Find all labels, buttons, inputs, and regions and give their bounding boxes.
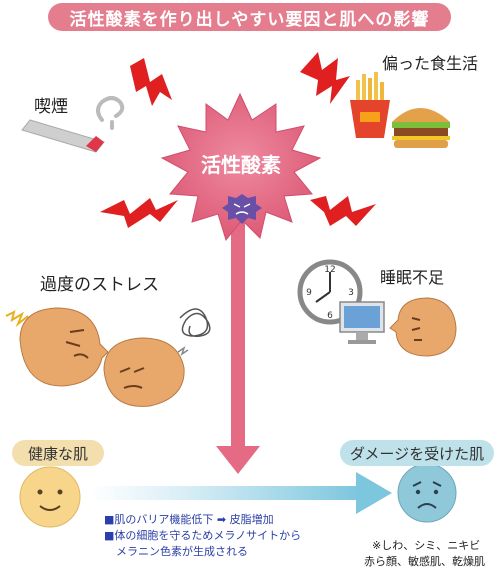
- symptoms-line-2: 赤ら顔、敏感肌、乾燥肌: [364, 555, 485, 568]
- frustrated-face: [103, 337, 185, 407]
- healthy-skin-pill: 健康な肌: [12, 440, 104, 466]
- lightning-icon: [310, 196, 376, 226]
- effect-line-3: メラニン色素が生成される: [116, 545, 248, 558]
- lightning-icon: [130, 58, 172, 106]
- effects-text: ■肌のバリア機能低下 ➡ 皮脂増加 ■体の細胞を守るためメラノサイトから メラニ…: [104, 512, 301, 560]
- symptoms-line-1: ※しわ、シミ、ニキビ: [372, 539, 481, 552]
- scribble-icon: [179, 308, 211, 338]
- factor-smoking: 喫煙: [34, 97, 68, 117]
- center-label: 活性酸素: [201, 153, 281, 177]
- angry-face: [19, 307, 109, 387]
- stress-faces: [5, 307, 211, 407]
- down-arrow: [216, 220, 260, 474]
- fast-food-icon: [350, 72, 450, 148]
- burger-icon: [392, 108, 450, 148]
- lightning-icon: [300, 52, 350, 104]
- fries-icon: [350, 72, 390, 138]
- damaged-face: [397, 463, 457, 523]
- molecule-icon: [222, 194, 262, 224]
- tired-face: [389, 297, 457, 357]
- monitor-icon: [339, 301, 385, 344]
- anger-mark-icon: [5, 310, 29, 328]
- damaged-skin-pill: ダメージを受けた肌: [340, 440, 494, 466]
- symptoms-text: ※しわ、シミ、ニキビ 赤ら顔、敏感肌、乾燥肌: [364, 538, 485, 570]
- page-title: 活性酸素を作り出しやすい要因と肌への影響: [48, 3, 451, 31]
- clock-number-12: 12: [324, 265, 335, 275]
- cigarette-icon: [21, 96, 125, 153]
- clock-number-6: 6: [327, 311, 333, 321]
- lightning-bolts: [100, 52, 376, 228]
- transition-arrow: [90, 472, 392, 514]
- clock-number-3: 3: [348, 288, 354, 298]
- factor-stress: 過度のストレス: [40, 275, 159, 295]
- factor-diet: 偏った食生活: [382, 54, 479, 73]
- reactive-oxygen-burst: [160, 92, 322, 242]
- effect-line-1: ■肌のバリア機能低下 ➡ 皮脂増加: [104, 513, 274, 526]
- clock-number-9: 9: [306, 288, 312, 298]
- lightning-icon: [100, 198, 178, 228]
- effect-line-2: ■体の細胞を守るためメラノサイトから: [104, 529, 302, 542]
- factor-sleep: 睡眠不足: [380, 268, 445, 287]
- healthy-face: [19, 466, 81, 528]
